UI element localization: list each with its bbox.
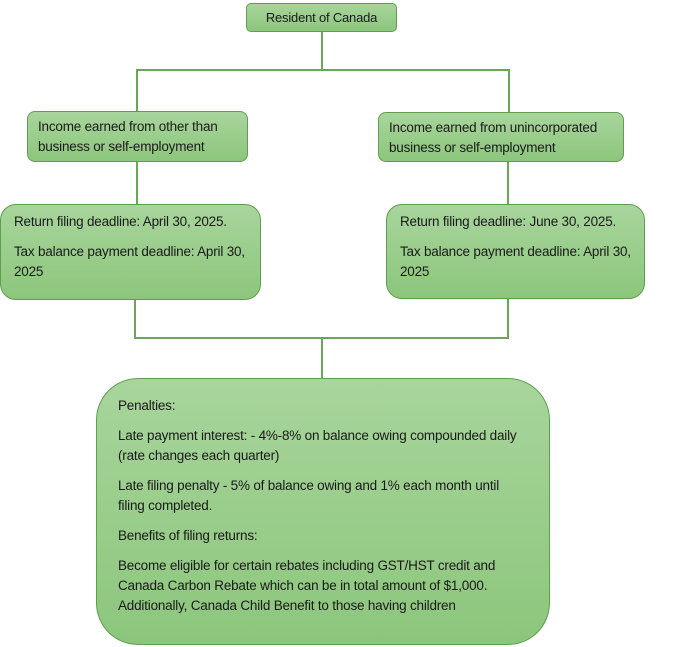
connector-left-to-category [136, 69, 138, 112]
node-deadlines-business: Return filing deadline: June 30, 2025. T… [386, 204, 645, 299]
payment-deadline-text: Tax balance payment deadline: April 30, … [400, 244, 631, 279]
node-label: Income earned from unincorporated busine… [389, 120, 598, 155]
connector-right-to-deadlines [507, 161, 509, 205]
penalties-heading: Penalties: [118, 398, 176, 413]
node-deadlines-other: Return filing deadline: April 30, 2025. … [0, 204, 261, 300]
benefits-text: Become eligible for certain rebates incl… [118, 558, 496, 613]
connector-top-bus [136, 69, 510, 71]
connector-left-down [134, 299, 136, 339]
node-label: Income earned from other than business o… [38, 119, 218, 154]
connector-root-down [321, 31, 323, 70]
benefits-heading: Benefits of filing returns: [118, 528, 258, 543]
node-income-business: Income earned from unincorporated busine… [378, 112, 624, 162]
node-label: Resident of Canada [265, 9, 378, 25]
filing-deadline-text: Return filing deadline: April 30, 2025. [14, 214, 227, 229]
filing-deadline-text: Return filing deadline: June 30, 2025. [400, 214, 617, 229]
node-income-other: Income earned from other than business o… [27, 111, 248, 162]
connector-right-to-category [508, 69, 510, 113]
connector-left-to-deadlines [136, 161, 138, 205]
node-resident-of-canada: Resident of Canada [246, 3, 397, 32]
late-payment-text: Late payment interest: - 4%-8% on balanc… [118, 428, 517, 463]
node-penalties-benefits: Penalties: Late payment interest: - 4%-8… [96, 378, 550, 645]
connector-to-summary [321, 337, 323, 379]
connector-right-down [507, 298, 509, 339]
payment-deadline-text: Tax balance payment deadline: April 30, … [14, 244, 245, 279]
late-filing-text: Late filing penalty - 5% of balance owin… [118, 478, 500, 513]
